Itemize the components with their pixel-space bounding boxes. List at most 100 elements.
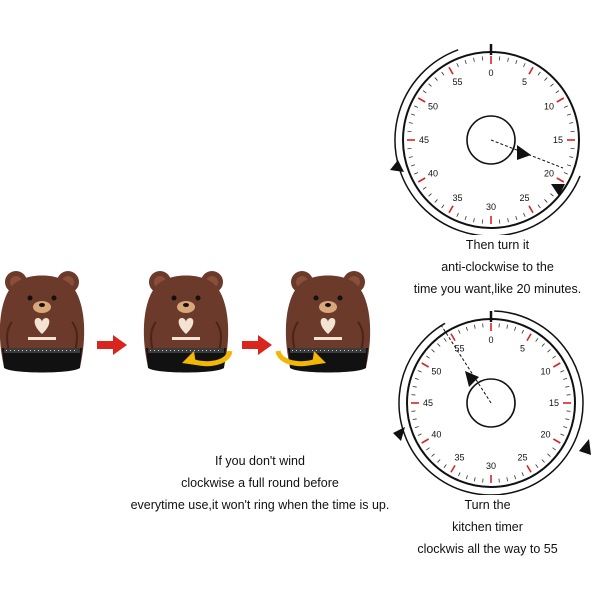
dial-tick (552, 438, 561, 444)
dial-tick (563, 172, 568, 175)
dial-tick (565, 418, 570, 421)
dial-tick (464, 215, 467, 221)
dial-tick (535, 464, 539, 468)
dial-tick (569, 122, 574, 124)
bear-timer-3 (284, 270, 372, 374)
dial-tick (556, 97, 565, 103)
dial-number-label: 5 (522, 77, 527, 87)
dial-tick (506, 477, 509, 482)
dial-tick (473, 57, 475, 62)
dial-number-label: 10 (541, 367, 551, 377)
rotate-left-arrow-icon (182, 350, 233, 367)
dial-tick (426, 355, 430, 359)
dial-tick (421, 362, 430, 368)
dial-number-label: 30 (486, 461, 496, 471)
dial-tick (526, 464, 532, 473)
winding-instruction: If you don't wind clockwise a full round… (80, 450, 440, 516)
dial-tick (448, 205, 454, 214)
winding-instruction-line2: clockwise a full round before (181, 476, 339, 490)
arrowhead-icon (393, 427, 405, 441)
dial-tick (514, 326, 517, 331)
dial-tick (456, 63, 459, 68)
dial-tick (448, 66, 454, 75)
dial-tick (414, 426, 419, 429)
dial-number-label: 55 (452, 77, 462, 87)
dial-tick (552, 355, 556, 359)
dial-tick (473, 477, 476, 482)
dial-tick (465, 475, 468, 480)
dial-tick (414, 172, 419, 175)
dial-tick (456, 212, 459, 217)
dial-tick (563, 426, 568, 429)
dial-tick (563, 377, 568, 380)
dial-tick (560, 370, 565, 373)
bear-timer-illustrations (0, 270, 372, 374)
dial-number-label: 50 (431, 367, 441, 377)
dial-tick (408, 156, 413, 158)
dial-tick (458, 472, 461, 477)
dial-number-label: 25 (517, 453, 527, 463)
dial-number-label: 45 (419, 135, 429, 145)
dial-tick (434, 77, 438, 81)
dial-tick (555, 90, 560, 94)
dial-tick (507, 218, 509, 223)
dial-tick (412, 385, 417, 388)
dial-tick (431, 349, 435, 353)
caption-top-line2: anti-clockwise to the (441, 260, 554, 274)
dial-tick (441, 71, 445, 76)
dial-tick (521, 329, 524, 334)
dial-number-label: 45 (423, 398, 433, 408)
red-arrow-icon (97, 335, 127, 355)
dial-tick (556, 177, 565, 183)
dial-tick (566, 164, 572, 167)
arrowhead-icon (390, 160, 404, 172)
dial-tick (544, 77, 548, 81)
dial-tick (410, 113, 416, 116)
dial-tick (547, 349, 551, 353)
dial-tick (437, 343, 441, 347)
dial-tick (410, 164, 416, 167)
dial-tick (515, 59, 518, 65)
dial-tick (473, 218, 475, 223)
dial-tick (526, 333, 532, 342)
dial-dashed-line (490, 139, 564, 169)
dial-number-label: 25 (519, 193, 529, 203)
dial-tick (528, 205, 534, 214)
bear-timer-sequence (0, 260, 380, 380)
dial-number-label: 40 (428, 169, 438, 179)
dial-tick (428, 193, 432, 197)
winding-instruction-line3: everytime use,it won't ring when the tim… (130, 498, 390, 512)
dial-number-label: 20 (541, 430, 551, 440)
dial-number-label: 30 (486, 202, 496, 212)
dial-tick (552, 447, 556, 451)
dial-tick (458, 329, 461, 334)
dial-tick (523, 63, 526, 68)
winding-instruction-line1: If you don't wind (215, 454, 305, 468)
rotate-right-arrow-icon (275, 350, 326, 367)
caption-bottom-line1: Turn the (464, 498, 511, 512)
dial-tick (541, 459, 545, 463)
caption-top-line1: Then turn it (465, 238, 530, 252)
caption-bottom-line2: kitchen timer (452, 520, 523, 534)
dial-tick (537, 204, 541, 209)
dial-tick (434, 199, 438, 203)
caption-top: Then turn it anti-clockwise to the time … (395, 234, 600, 300)
bear-timer-1 (0, 270, 86, 374)
dial-number-label: 0 (488, 68, 493, 78)
dial-number-label: 35 (452, 193, 462, 203)
dial-tick (544, 199, 548, 203)
dial-tick (515, 215, 518, 221)
dial-tick (414, 105, 419, 108)
dial-tick (426, 447, 430, 451)
arrowhead-icon (579, 439, 591, 455)
caption-bottom: Turn the kitchen timer clockwis all the … (395, 494, 580, 560)
dial-tick (417, 370, 422, 373)
dial-tick (550, 193, 554, 197)
bear-timer-2 (142, 270, 230, 374)
dial-tick (563, 105, 568, 108)
dial-tick (523, 212, 526, 217)
caption-top-line3: time you want,like 20 minutes. (413, 282, 582, 296)
